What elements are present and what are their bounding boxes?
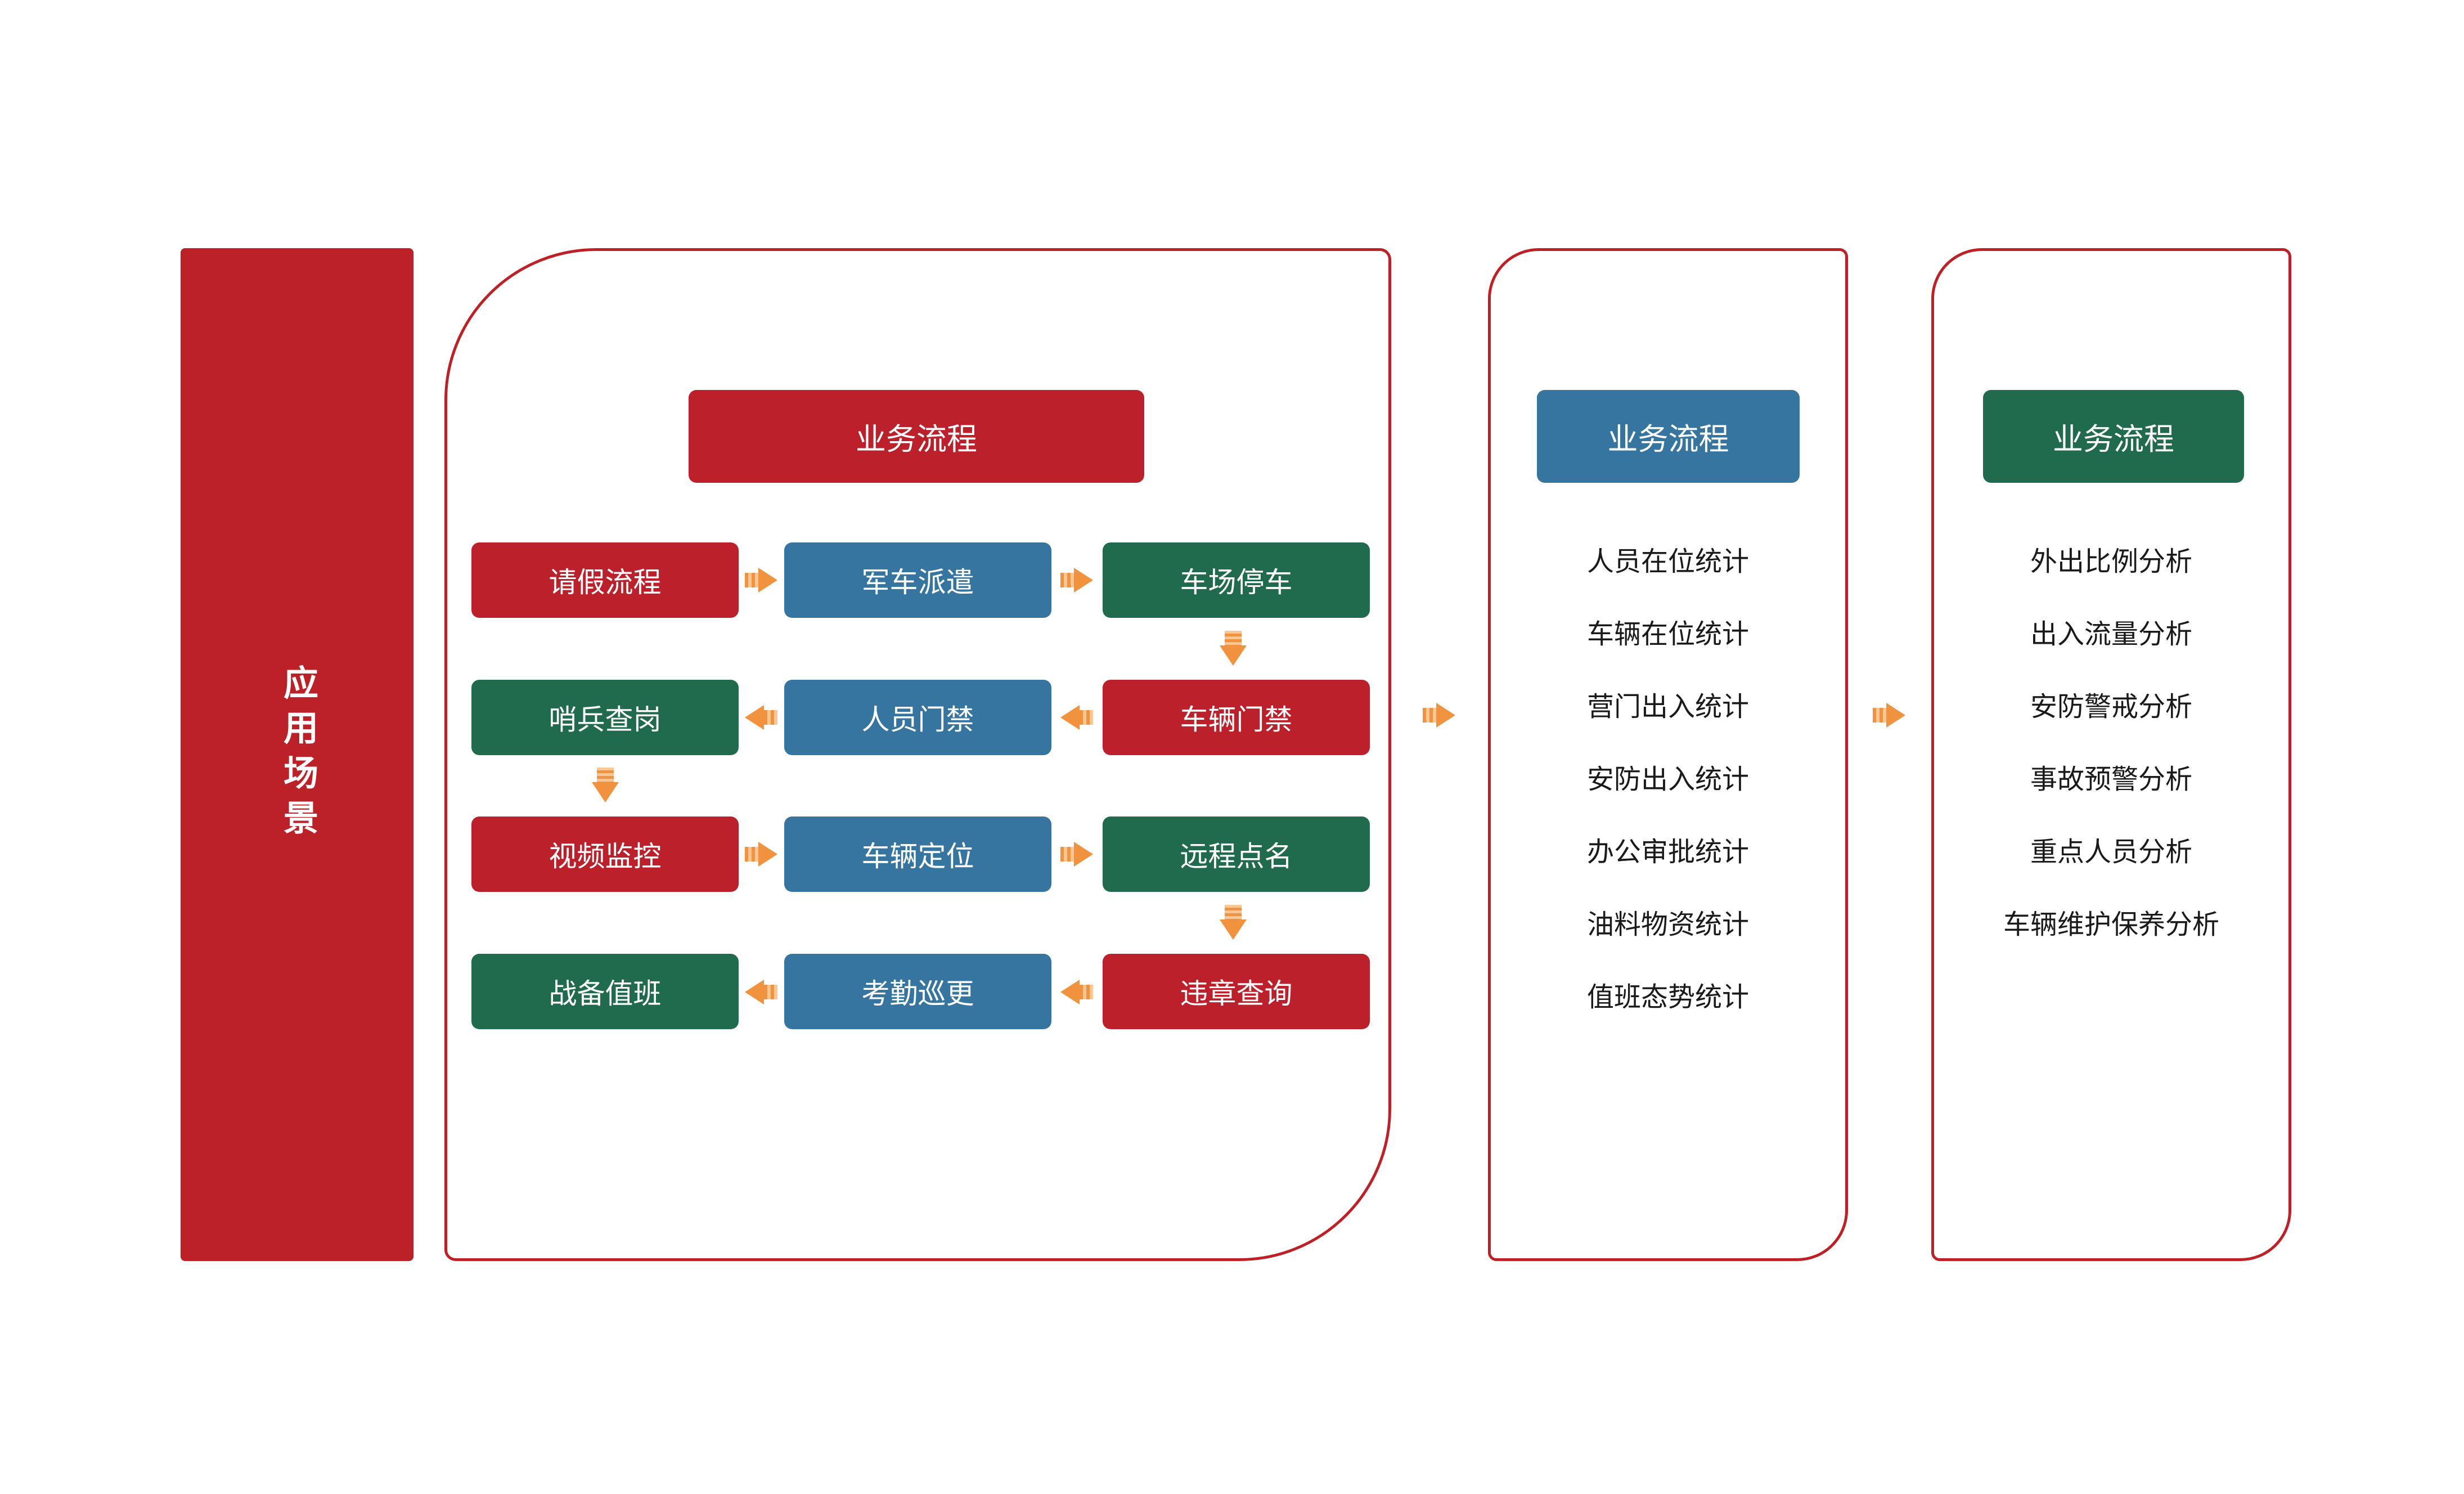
- statistics-panel-header-label: 业务流程: [1607, 423, 1729, 456]
- analysis-panel-header-label: 业务流程: [2053, 423, 2174, 456]
- arrow-head: [1436, 703, 1455, 728]
- flow-panel-header: 业务流程: [689, 390, 1144, 483]
- arrow-tail: [1225, 631, 1242, 645]
- flow-node-label: 违章查询: [1180, 978, 1293, 1010]
- application-scenarios-banner: 应用场景: [181, 248, 413, 1261]
- arrow-down-icon: [1220, 905, 1247, 940]
- list-item: 重点人员分析: [2030, 837, 2192, 867]
- arrow-right-icon: [1060, 568, 1093, 593]
- flow-node-label: 考勤巡更: [861, 978, 974, 1010]
- analysis-panel-header: 业务流程: [1983, 390, 2244, 483]
- arrow-head: [758, 568, 777, 593]
- list-item: 油料物资统计: [1586, 909, 1749, 940]
- arrow-tail: [1225, 905, 1242, 919]
- arrow-head: [1074, 568, 1093, 593]
- flow-node-combat-duty: 战备值班: [471, 954, 739, 1029]
- arrow-tail: [1423, 708, 1436, 723]
- arrow-right-icon: [745, 842, 777, 867]
- arrow-head: [1220, 919, 1247, 940]
- arrow-head: [745, 980, 764, 1004]
- flow-node-remote-rollcall: 远程点名: [1103, 816, 1370, 892]
- arrow-left-icon: [1060, 980, 1093, 1004]
- flow-node-leave-process: 请假流程: [471, 542, 739, 618]
- arrow-tail: [1060, 847, 1074, 862]
- flow-node-label: 车场停车: [1180, 567, 1293, 598]
- arrow-tail: [745, 847, 758, 862]
- list-item: 值班态势统计: [1586, 982, 1749, 1012]
- list-item: 车辆维护保养分析: [2003, 909, 2219, 940]
- arrow-tail: [1873, 708, 1886, 723]
- panel-link-arrow-right-icon: [1873, 703, 1905, 728]
- flow-node-label: 战备值班: [548, 978, 662, 1010]
- flow-node-lot-parking: 车场停车: [1103, 542, 1370, 618]
- arrow-down-icon: [1220, 631, 1247, 666]
- flow-node-personnel-access: 人员门禁: [784, 680, 1051, 755]
- flow-node-vehicle-locate: 车辆定位: [784, 816, 1051, 892]
- arrow-tail: [764, 710, 777, 725]
- flow-node-label: 请假流程: [548, 567, 662, 598]
- arrow-tail: [1060, 573, 1074, 587]
- arrow-head: [758, 842, 777, 867]
- flow-node-label: 人员门禁: [861, 704, 974, 735]
- list-item: 车辆在位统计: [1586, 619, 1749, 649]
- flow-node-label: 哨兵查岗: [548, 704, 662, 735]
- arrow-down-icon: [592, 768, 619, 802]
- statistics-panel-header: 业务流程: [1537, 390, 1800, 483]
- list-item: 办公审批统计: [1586, 837, 1749, 867]
- list-item: 人员在位统计: [1586, 546, 1749, 577]
- flow-node-label: 车辆门禁: [1180, 704, 1293, 735]
- flow-panel-header-label: 业务流程: [856, 423, 977, 456]
- arrow-tail: [597, 768, 614, 782]
- flow-node-label: 车辆定位: [861, 841, 974, 872]
- flow-node-label: 远程点名: [1180, 841, 1293, 872]
- flow-node-video-monitor: 视频监控: [471, 816, 739, 892]
- arrow-right-icon: [745, 568, 777, 593]
- flow-node-vehicle-access: 车辆门禁: [1103, 680, 1370, 755]
- panel-link-arrow-right-icon: [1423, 703, 1455, 728]
- list-item: 事故预警分析: [2030, 764, 2192, 795]
- flow-node-label: 军车派遣: [861, 567, 974, 598]
- list-item: 出入流量分析: [2030, 619, 2192, 649]
- arrow-left-icon: [1060, 705, 1093, 730]
- list-item: 安防警戒分析: [2030, 692, 2192, 722]
- flow-node-vehicle-dispatch: 军车派遣: [784, 542, 1051, 618]
- arrow-head: [1060, 705, 1080, 730]
- application-scenarios-label: 应用场景: [278, 665, 317, 845]
- arrow-head: [1886, 703, 1905, 728]
- list-item: 外出比例分析: [2030, 546, 2192, 577]
- arrow-tail: [745, 573, 758, 587]
- flow-node-attendance-patrol: 考勤巡更: [784, 954, 1051, 1029]
- statistics-list: 人员在位统计 车辆在位统计 营门出入统计 安防出入统计 办公审批统计 油料物资统…: [1494, 522, 1842, 1030]
- arrow-head: [1060, 980, 1080, 1004]
- arrow-left-icon: [745, 980, 777, 1004]
- arrow-head: [1220, 645, 1247, 666]
- arrow-head: [745, 705, 764, 730]
- arrow-left-icon: [745, 705, 777, 730]
- arrow-head: [592, 782, 619, 802]
- list-item: 营门出入统计: [1586, 692, 1749, 722]
- flow-node-sentry-check: 哨兵查岗: [471, 680, 739, 755]
- arrow-tail: [1080, 985, 1093, 999]
- arrow-right-icon: [1060, 842, 1093, 867]
- list-item: 安防出入统计: [1586, 764, 1749, 795]
- analysis-list: 外出比例分析 出入流量分析 安防警戒分析 事故预警分析 重点人员分析 车辆维护保…: [1937, 522, 2286, 958]
- arrow-tail: [764, 985, 777, 999]
- arrow-tail: [1080, 710, 1093, 725]
- flow-node-label: 视频监控: [548, 841, 662, 872]
- arrow-head: [1074, 842, 1093, 867]
- flow-node-violation-query: 违章查询: [1103, 954, 1370, 1029]
